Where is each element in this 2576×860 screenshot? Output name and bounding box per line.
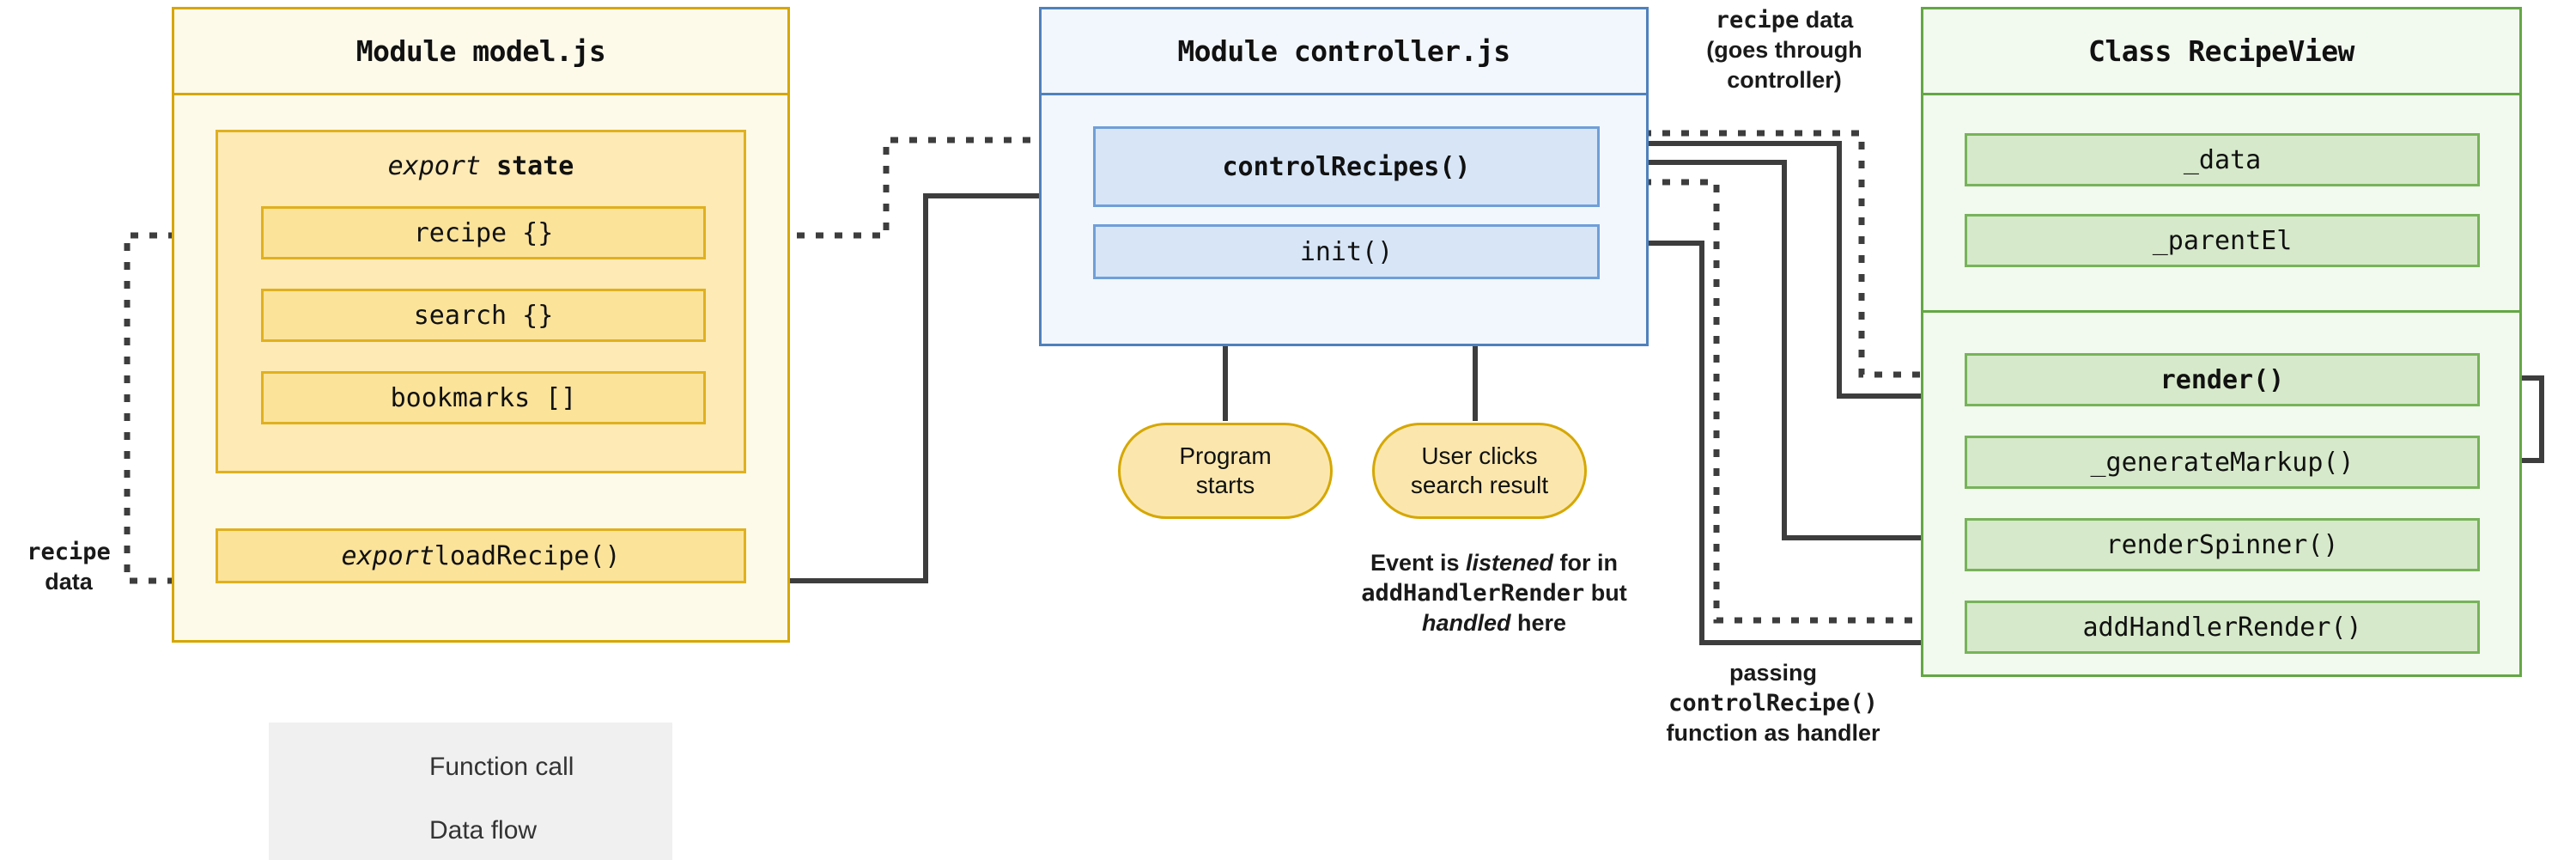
controller-item-init[interactable]: init() bbox=[1093, 224, 1600, 279]
annotation-event-note-handled: handled bbox=[1421, 610, 1511, 637]
annotation-event-note: Event is listened for in addHandlerRende… bbox=[1288, 548, 1700, 638]
event-bubble-program-starts-line1: Program bbox=[1179, 442, 1272, 469]
module-model-title: Module model.js bbox=[174, 9, 787, 95]
state-keyword: state bbox=[496, 151, 574, 181]
export-state-label: export state bbox=[218, 151, 744, 181]
annotation-event-note-addhandlerrender: addHandlerRender bbox=[1361, 580, 1585, 607]
event-bubble-user-clicks[interactable]: User clicks search result bbox=[1372, 423, 1587, 519]
controller-item-controlrecipes[interactable]: controlRecipes() bbox=[1093, 126, 1600, 207]
view-method-renderspinner[interactable]: renderSpinner() bbox=[1965, 518, 2480, 571]
annotation-recipe-data-left: recipe data bbox=[0, 537, 137, 597]
recipeview-section-divider bbox=[1923, 310, 2519, 313]
annotation-event-note-l1a: Event is bbox=[1370, 550, 1466, 576]
annotation-handler-note-line2: controlRecipe() bbox=[1668, 690, 1878, 717]
module-model-card: Module model.js export state recipe {} s… bbox=[172, 7, 790, 643]
export-keyword: export bbox=[387, 151, 481, 181]
state-item-recipe[interactable]: recipe {} bbox=[261, 206, 706, 259]
event-bubble-user-clicks-line2: search result bbox=[1410, 472, 1549, 498]
module-model-body: export state recipe {} search {} bookmar… bbox=[174, 95, 787, 640]
annotation-handler-note-line3: function as handler bbox=[1666, 720, 1880, 747]
legend-row-function-call: Function call bbox=[429, 748, 574, 786]
legend-panel bbox=[269, 723, 672, 860]
loadrecipe-export-keyword: export bbox=[341, 540, 434, 571]
module-controller-card: Module controller.js controlRecipes() in… bbox=[1039, 7, 1649, 346]
annotation-recipe-data-top-line2: (goes through bbox=[1706, 37, 1862, 64]
annotation-recipe-data-top-mono: recipe bbox=[1715, 7, 1800, 34]
annotation-handler-note: passing controlRecipe() function as hand… bbox=[1597, 658, 1949, 748]
annotation-recipe-data-left-mono: recipe bbox=[27, 539, 111, 565]
wire-controlrecipes-to-renderspinner bbox=[1606, 160, 1972, 556]
annotation-handler-note-line1: passing bbox=[1728, 660, 1818, 686]
view-method-generatemarkup[interactable]: _generateMarkup() bbox=[1965, 436, 2480, 489]
event-bubble-program-starts-line2: starts bbox=[1195, 472, 1255, 498]
state-item-bookmarks[interactable]: bookmarks [] bbox=[261, 371, 706, 424]
class-recipeview-card: Class RecipeView _data _parentEl render(… bbox=[1921, 7, 2522, 677]
class-recipeview-title: Class RecipeView bbox=[1923, 9, 2519, 95]
view-method-addhandlerrender[interactable]: addHandlerRender() bbox=[1965, 601, 2480, 654]
annotation-event-note-listened: listened bbox=[1466, 550, 1554, 576]
annotation-event-note-l2b: but bbox=[1584, 580, 1627, 607]
view-property-data[interactable]: _data bbox=[1965, 133, 2480, 186]
export-state-group: export state recipe {} search {} bookmar… bbox=[216, 130, 746, 473]
annotation-event-note-l1c: for in bbox=[1553, 550, 1619, 576]
view-property-parentel[interactable]: _parentEl bbox=[1965, 214, 2480, 267]
annotation-recipe-data-top: recipe data (goes through controller) bbox=[1647, 5, 1922, 95]
loadrecipe-name: loadRecipe() bbox=[434, 540, 621, 571]
event-bubble-program-starts[interactable]: Program starts bbox=[1118, 423, 1333, 519]
annotation-recipe-data-top-rest: data bbox=[1805, 7, 1854, 33]
annotation-event-note-l3b: here bbox=[1510, 610, 1567, 637]
module-controller-title: Module controller.js bbox=[1042, 9, 1646, 95]
event-bubble-user-clicks-line1: User clicks bbox=[1421, 442, 1538, 469]
legend-label-data-flow: Data flow bbox=[429, 816, 538, 845]
annotation-recipe-data-left-rest: data bbox=[45, 569, 93, 595]
export-loadrecipe-item[interactable]: export loadRecipe() bbox=[216, 528, 746, 583]
wire-controlrecipes-to-render-call bbox=[1606, 141, 1972, 414]
annotation-recipe-data-top-line3: controller) bbox=[1727, 67, 1842, 94]
class-recipeview-body: _data _parentEl render() _generateMarkup… bbox=[1923, 95, 2519, 674]
legend-label-function-call: Function call bbox=[429, 753, 574, 781]
module-controller-body: controlRecipes() init() bbox=[1042, 95, 1646, 344]
legend-row-data-flow: Data flow bbox=[429, 812, 537, 850]
view-method-render[interactable]: render() bbox=[1965, 353, 2480, 406]
state-item-search[interactable]: search {} bbox=[261, 289, 706, 342]
wire-controlrecipes-to-render-data bbox=[1606, 130, 1974, 396]
